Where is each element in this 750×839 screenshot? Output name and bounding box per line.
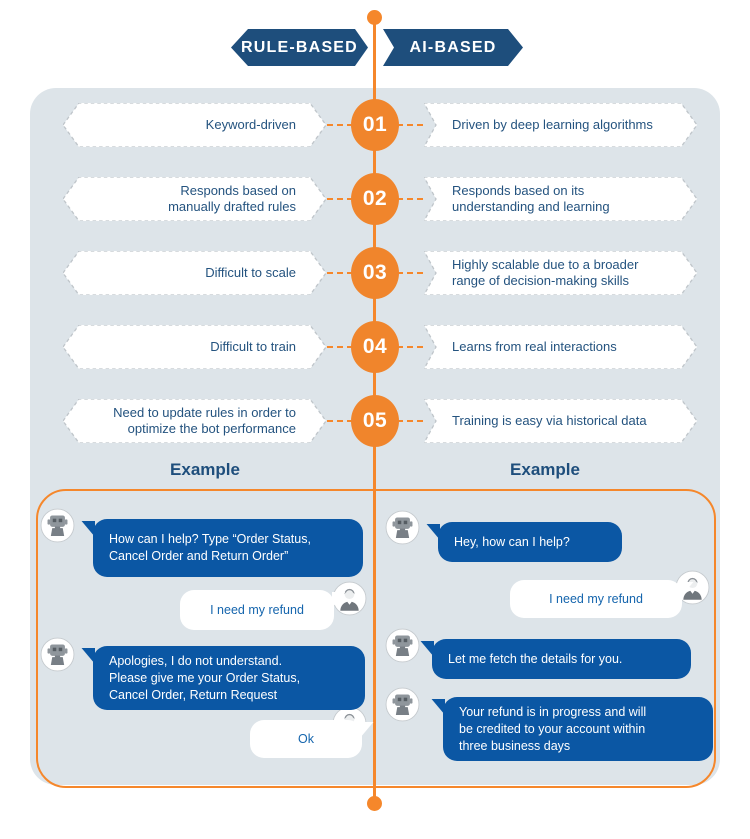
ai-based-point-text: Highly scalable due to a broader range o… — [452, 257, 639, 288]
rule-based-point-text: Difficult to scale — [205, 265, 296, 280]
rule-based-point-box: Difficult to train — [63, 325, 326, 369]
robot-icon — [40, 508, 75, 543]
bot-avatar — [385, 510, 420, 545]
chat-message-text: How can I help? Type “Order Status, Canc… — [109, 532, 311, 563]
robot-icon — [385, 510, 420, 545]
comparison-row-4: Difficult to train 04 Learns from real i… — [0, 321, 750, 373]
chat-bubble-user: I need my refund — [180, 590, 346, 630]
ai-based-point-text: Driven by deep learning algorithms — [452, 117, 653, 132]
hexagon-box-shape — [424, 177, 697, 221]
chat-bubble-bot: Let me fetch the details for you. — [420, 639, 691, 679]
robot-icon — [385, 628, 420, 663]
bot-avatar — [385, 687, 420, 722]
rule-based-point-box: Difficult to scale — [63, 251, 326, 295]
rule-based-point-box: Need to update rules in order to optimiz… — [63, 399, 326, 443]
ai-based-point-text: Learns from real interactions — [452, 339, 617, 354]
ai-based-point-box: Learns from real interactions — [424, 325, 697, 369]
rule-based-point-box: Responds based on manually drafted rules — [63, 177, 326, 221]
robot-icon — [385, 687, 420, 722]
ai-based-point-box: Highly scalable due to a broader range o… — [424, 251, 697, 295]
hexagon-box-shape — [63, 325, 326, 369]
hexagon-box-shape — [424, 103, 697, 147]
hexagon-box-shape — [424, 251, 697, 295]
chat-message-text: Apologies, I do not understand. Please g… — [109, 653, 301, 702]
hexagon-box-shape — [63, 177, 326, 221]
bot-avatar — [40, 508, 75, 543]
bot-avatar — [385, 628, 420, 663]
rule-based-point-text: Keyword-driven — [205, 117, 296, 132]
ai-based-point-box: Training is easy via historical data — [424, 399, 697, 443]
comparison-row-2: Responds based on manually drafted rules… — [0, 173, 750, 225]
row-number-badge: 05 — [351, 395, 399, 447]
example-title-left: Example — [170, 460, 240, 479]
timeline-bottom-dot — [367, 796, 382, 811]
rule-based-point-text: Responds based on manually drafted rules — [168, 183, 296, 214]
row-number-badge: 04 — [351, 321, 399, 373]
row-number-badge: 03 — [351, 247, 399, 299]
hexagon-box-shape — [424, 399, 697, 443]
chat-message-text: Ok — [298, 731, 314, 746]
rule-based-point-text: Need to update rules in order to optimiz… — [113, 405, 296, 436]
chat-message-text: Your refund is in progress and will be c… — [459, 704, 647, 753]
chat-bubble-bot: How can I help? Type “Order Status, Canc… — [81, 519, 363, 577]
chat-message-text: I need my refund — [549, 591, 643, 606]
hexagon-box-shape — [63, 399, 326, 443]
chat-bubble-user: Ok — [250, 720, 374, 758]
chat-message-text: I need my refund — [210, 602, 304, 617]
example-chat-frame — [36, 489, 716, 788]
comparison-row-3: Difficult to scale 03 Highly scalable du… — [0, 247, 750, 299]
chat-bubble-bot: Apologies, I do not understand. Please g… — [81, 646, 365, 710]
bot-avatar — [40, 637, 75, 672]
row-number-badge: 02 — [351, 173, 399, 225]
banner-rule-based-label: RULE-BASED — [241, 38, 358, 56]
ai-based-point-box: Responds based on its understanding and … — [424, 177, 697, 221]
comparison-row-1: Keyword-driven 01 Driven by deep learnin… — [0, 99, 750, 151]
ai-based-point-text: Responds based on its understanding and … — [452, 183, 610, 214]
chat-bubble-bot: Hey, how can I help? — [426, 522, 622, 562]
rule-based-point-text: Difficult to train — [210, 339, 296, 354]
row-number-badge: 01 — [351, 99, 399, 151]
hexagon-box-shape — [63, 251, 326, 295]
timeline-top-dot — [367, 10, 382, 25]
robot-icon — [40, 637, 75, 672]
banner-rule-based: RULE-BASED — [231, 29, 368, 66]
ai-based-point-box: Driven by deep learning algorithms — [424, 103, 697, 147]
chat-message-text: Let me fetch the details for you. — [448, 651, 623, 666]
comparison-row-5: Need to update rules in order to optimiz… — [0, 395, 750, 447]
hexagon-box-shape — [424, 325, 697, 369]
banner-ai-based-label: AI-BASED — [409, 38, 497, 56]
example-title-right: Example — [510, 460, 580, 479]
banner-ai-based: AI-BASED — [383, 29, 523, 66]
chat-bubble-bot: Your refund is in progress and will be c… — [431, 697, 713, 761]
rule-based-point-box: Keyword-driven — [63, 103, 326, 147]
hexagon-box-shape — [63, 103, 326, 147]
chat-message-text: Hey, how can I help? — [454, 534, 570, 549]
chat-bubble-user: I need my refund — [510, 580, 694, 618]
ai-based-point-text: Training is easy via historical data — [452, 413, 647, 428]
